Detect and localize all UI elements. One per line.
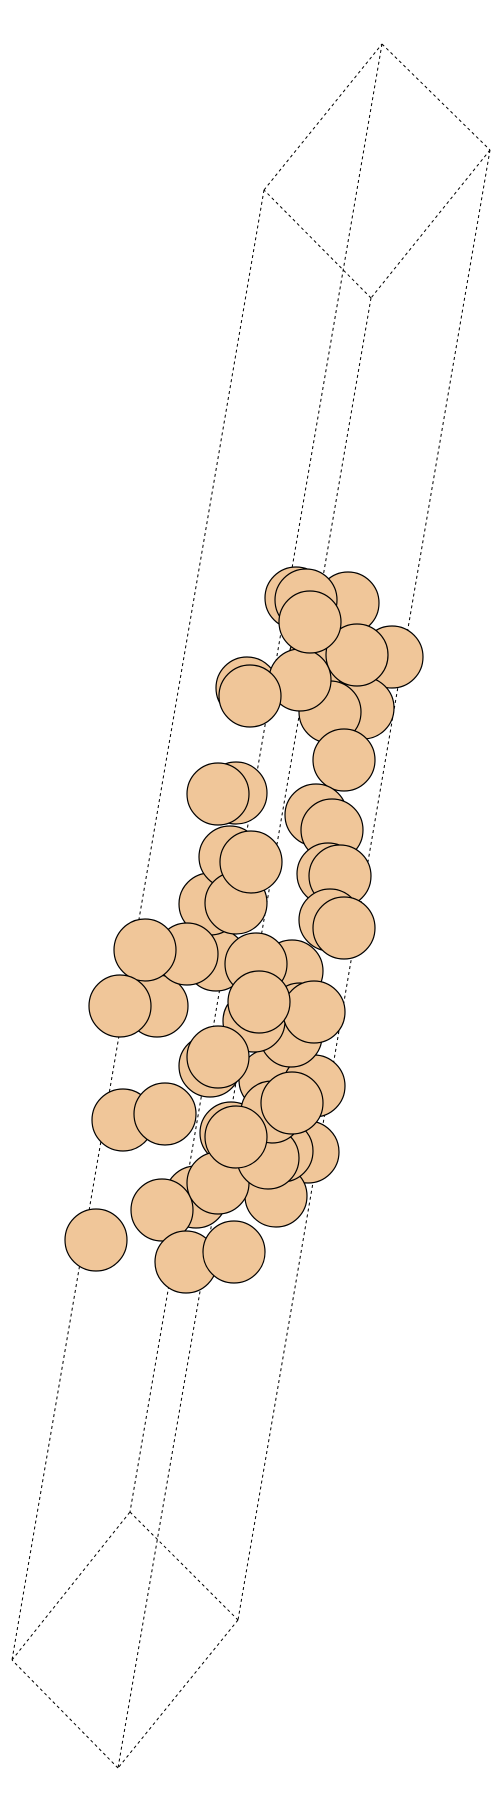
atom[interactable] — [325, 623, 389, 687]
cell-edge — [11, 1659, 119, 1769]
atom[interactable] — [278, 590, 342, 654]
atom[interactable] — [133, 1082, 197, 1146]
atom[interactable] — [282, 980, 346, 1044]
cell-edge — [117, 1619, 239, 1769]
cell-edge — [263, 189, 372, 299]
cell-edge — [11, 1511, 131, 1661]
atom[interactable] — [186, 1025, 250, 1089]
atom[interactable] — [113, 918, 177, 982]
atom[interactable] — [186, 762, 250, 826]
cell-edge — [129, 1511, 239, 1621]
cell-edge — [263, 43, 383, 191]
atom[interactable] — [312, 896, 376, 960]
atom[interactable] — [227, 970, 291, 1034]
cell-edge — [381, 43, 491, 151]
atom[interactable] — [64, 1208, 128, 1272]
atom[interactable] — [130, 1178, 194, 1242]
atom[interactable] — [218, 664, 282, 728]
atom[interactable] — [219, 830, 283, 894]
atom[interactable] — [312, 728, 376, 792]
atom-cluster[interactable] — [64, 566, 424, 1294]
cell-edge — [370, 149, 491, 299]
atom[interactable] — [260, 1071, 324, 1135]
atom[interactable] — [88, 974, 152, 1038]
atom[interactable] — [204, 1105, 268, 1169]
atom[interactable] — [202, 1220, 266, 1284]
